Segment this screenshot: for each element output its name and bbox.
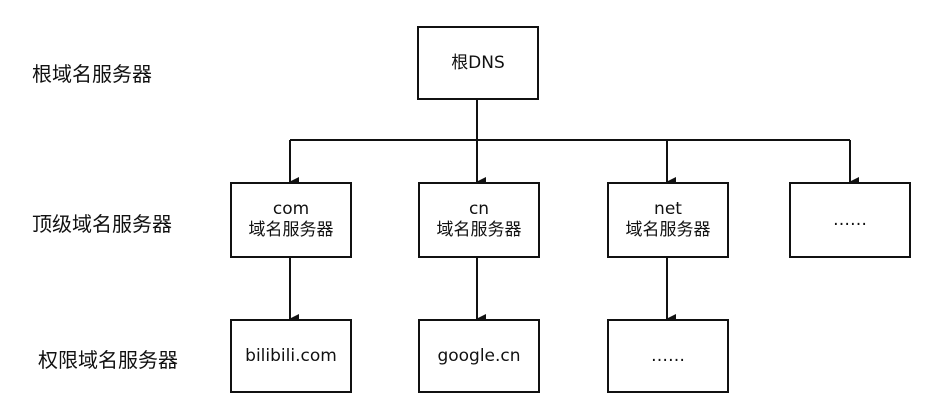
level-label-root: 根域名服务器 (32, 62, 152, 86)
node-net-server: net 域名服务器 (607, 182, 729, 258)
node-net-line2: 域名服务器 (625, 220, 711, 240)
node-cn-line2: 域名服务器 (436, 220, 522, 240)
node-bilibili-label: bilibili.com (245, 345, 337, 366)
node-com-line1: com (272, 199, 310, 219)
node-tld-more-label: …… (833, 209, 867, 230)
node-net-line1: net (654, 199, 682, 219)
level-label-authoritative: 权限域名服务器 (38, 348, 178, 372)
node-google: google.cn (418, 319, 540, 393)
node-tld-more: …… (789, 182, 911, 258)
node-google-label: google.cn (437, 345, 521, 366)
node-com-line2: 域名服务器 (248, 220, 334, 240)
node-cn-line1: cn (468, 199, 490, 219)
node-cn-server: cn 域名服务器 (418, 182, 540, 258)
node-root-dns-label: 根DNS (451, 52, 505, 73)
node-auth-more: …… (607, 319, 729, 393)
level-label-tld: 顶级域名服务器 (32, 212, 172, 236)
node-auth-more-label: …… (651, 345, 685, 366)
node-root-dns: 根DNS (417, 26, 539, 100)
node-bilibili: bilibili.com (230, 319, 352, 393)
node-com-server: com 域名服务器 (230, 182, 352, 258)
